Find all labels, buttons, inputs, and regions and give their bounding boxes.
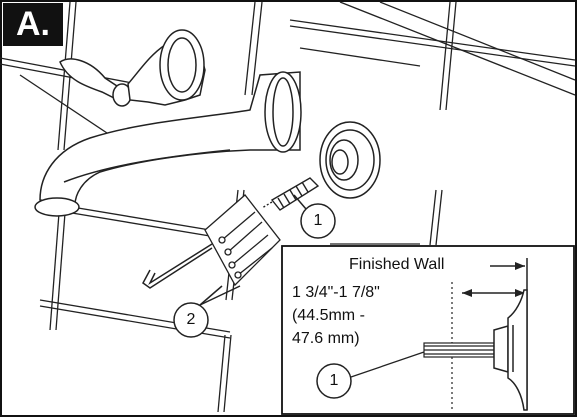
callout-graphics bbox=[173, 194, 336, 338]
callout-1-label: 1 bbox=[313, 212, 323, 229]
finished-wall-label: Finished Wall bbox=[349, 256, 445, 273]
valve-escutcheon bbox=[319, 121, 381, 199]
parts-card bbox=[204, 194, 281, 287]
inset-box bbox=[281, 245, 575, 415]
faucet-handle bbox=[59, 29, 206, 107]
tub-spout bbox=[34, 71, 302, 217]
allen-key bbox=[142, 243, 213, 289]
dimension-line-1: 1 3/4"-1 7/8" bbox=[292, 284, 380, 301]
callout-2-label: 2 bbox=[186, 311, 196, 328]
dimension-line-2: (44.5mm - bbox=[292, 307, 365, 324]
dimension-line-3: 47.6 mm) bbox=[292, 330, 360, 347]
step-badge: A. bbox=[3, 3, 63, 46]
inset-callout-1-label: 1 bbox=[329, 372, 339, 389]
set-screw bbox=[261, 177, 320, 211]
